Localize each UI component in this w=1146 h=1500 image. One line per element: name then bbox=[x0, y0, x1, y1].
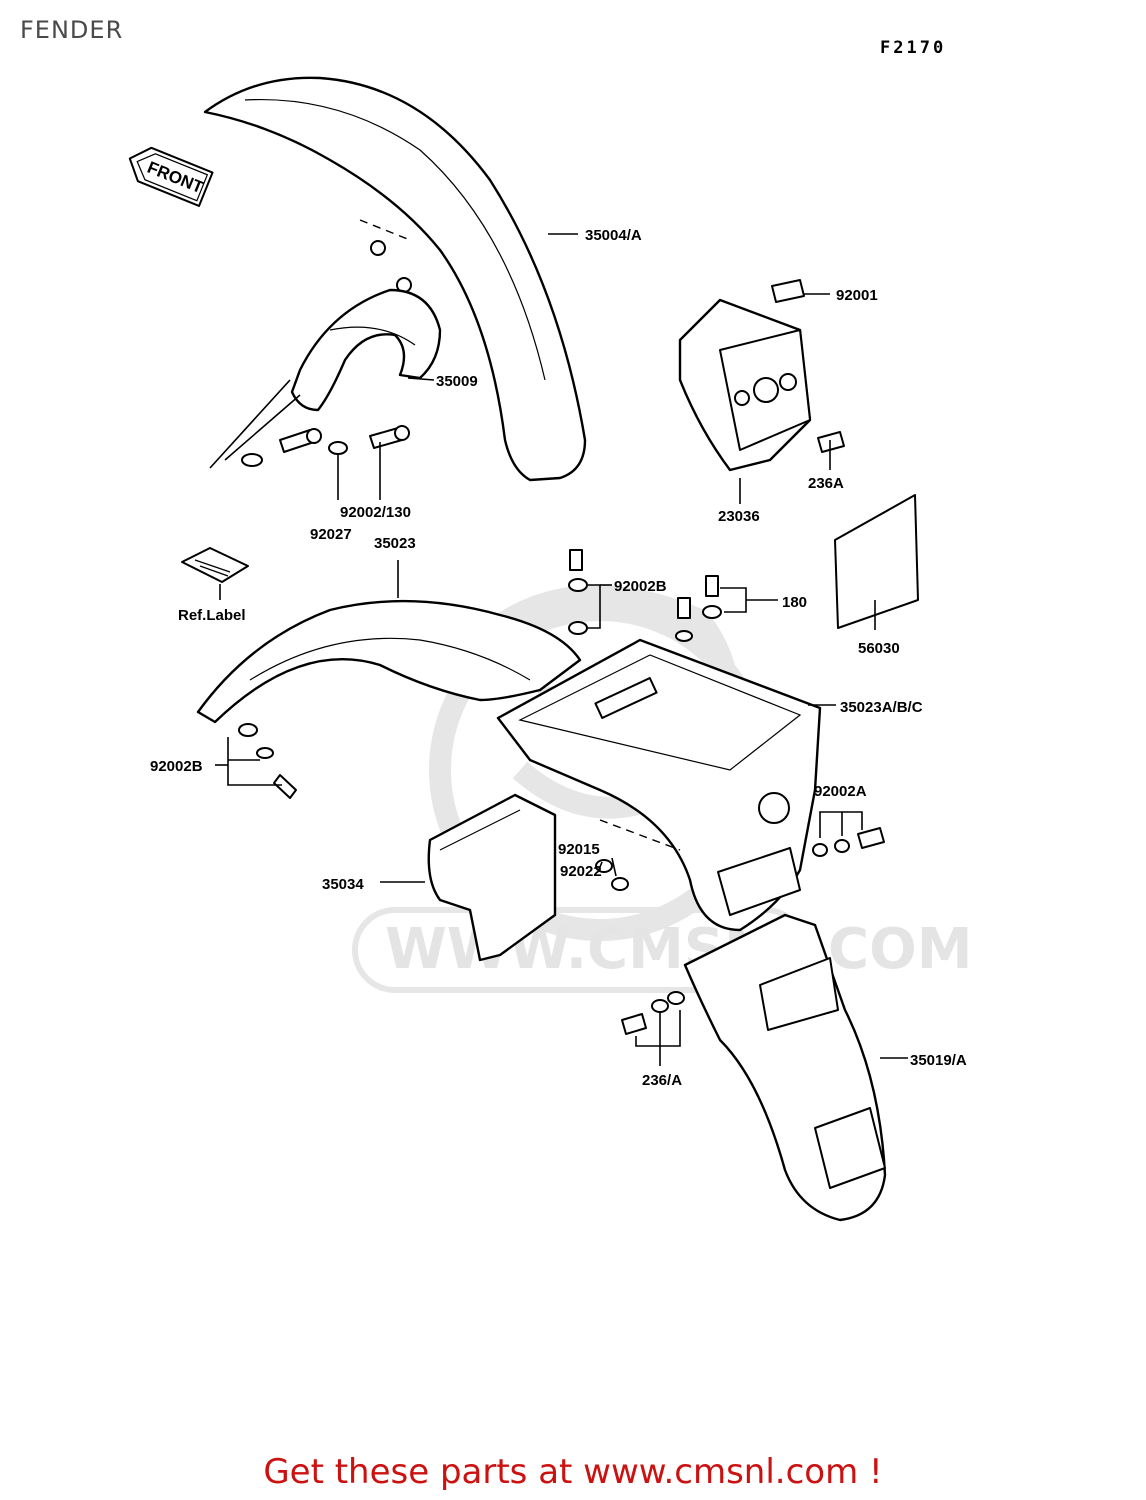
label-35023ABC: 35023A/B/C bbox=[840, 699, 923, 716]
front-arrow-icon: FRONT bbox=[128, 146, 214, 207]
label-92022: 92022 bbox=[560, 863, 602, 880]
label-56030: 56030 bbox=[858, 640, 900, 657]
label-92002A: 92002A bbox=[814, 783, 867, 800]
label-92002B-left: 92002B bbox=[150, 758, 203, 775]
parts-diagram: WWW.CMSNL.COM FRONT bbox=[128, 76, 972, 1222]
label-92001: 92001 bbox=[836, 287, 878, 304]
label-35019A: 35019/A bbox=[910, 1052, 967, 1069]
label-23036: 23036 bbox=[718, 508, 760, 525]
figure-code: F2170 bbox=[880, 38, 947, 58]
label-35009: 35009 bbox=[436, 373, 478, 390]
hardware-bolts bbox=[238, 549, 885, 1035]
label-92015: 92015 bbox=[558, 841, 600, 858]
rear-fender-main bbox=[496, 638, 822, 932]
rear-mudflap bbox=[683, 913, 887, 1222]
rear-fender-front bbox=[196, 599, 582, 724]
label-35023: 35023 bbox=[374, 535, 416, 552]
front-fender-bolts bbox=[241, 425, 410, 467]
tail-light-housing bbox=[678, 279, 845, 472]
fender-bracket bbox=[209, 288, 442, 469]
front-fender bbox=[203, 76, 587, 482]
footer-link[interactable]: Get these parts at www.cmsnl.com ! bbox=[263, 1452, 883, 1492]
label-180: 180 bbox=[782, 594, 807, 611]
label-92002B-top: 92002B bbox=[614, 578, 667, 595]
page-title: FENDER bbox=[20, 16, 124, 44]
side-cover bbox=[427, 793, 557, 962]
label-35034: 35034 bbox=[322, 876, 364, 893]
label-ref-label: Ref.Label bbox=[178, 607, 246, 624]
label-92002-130: 92002/130 bbox=[340, 504, 411, 521]
label-236A: 236A bbox=[808, 475, 844, 492]
leader-lines bbox=[215, 233, 908, 1066]
ref-label-sticker bbox=[181, 547, 249, 583]
label-236-A: 236/A bbox=[642, 1072, 682, 1089]
label-92027: 92027 bbox=[310, 526, 352, 543]
reflector-plate bbox=[834, 494, 919, 629]
label-35004A: 35004/A bbox=[585, 227, 642, 244]
